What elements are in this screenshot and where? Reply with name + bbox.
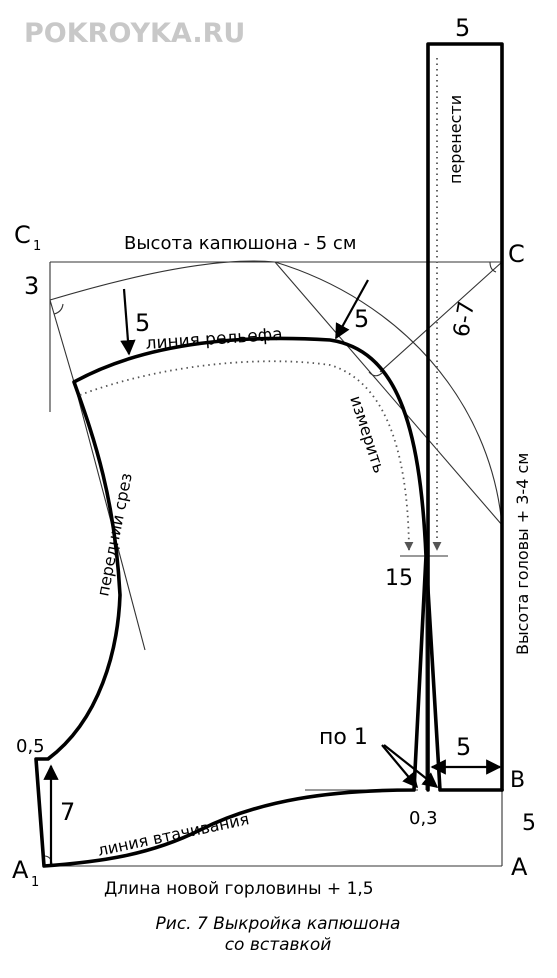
construction-lines: [43, 260, 503, 867]
label-five-width: 5: [456, 733, 471, 761]
hood-outline: [34, 336, 504, 868]
label-a1-sub: 1: [31, 875, 39, 890]
label-c1: C: [14, 221, 31, 249]
label-fifteen: 15: [385, 566, 413, 591]
label-perenesti: перенести: [446, 95, 465, 184]
diag-bisector: [379, 261, 503, 373]
label-five-arrow-right: 5: [354, 305, 369, 333]
label-head-height: Высота головы + 3-4 см: [513, 453, 532, 655]
label-b: B: [510, 768, 525, 793]
diag-center: [274, 261, 503, 526]
label-three: 3: [24, 272, 39, 300]
label-five-bottom-right: 5: [522, 811, 536, 836]
crown-arc: [49, 260, 276, 301]
angle-mark-left: [53, 303, 64, 315]
arrow-po1-a: [381, 744, 418, 789]
arrow-po1-b: [383, 744, 439, 788]
insert-strip: [426, 42, 504, 792]
arrow-5-left: [120, 288, 136, 356]
label-a1: A: [12, 856, 29, 884]
izmerit-dotted-line: [79, 360, 414, 551]
label-six-seven: 6-7: [449, 299, 480, 339]
label-seven: 7: [60, 798, 75, 826]
label-five-arrow-left: 5: [135, 309, 150, 337]
diag-left: [49, 299, 75, 383]
label-c1-sub: 1: [33, 239, 41, 254]
caption-line-2: со вставкой: [225, 935, 332, 955]
label-izmerit: измерить: [346, 393, 389, 475]
label-sewing-line: линия втачивания: [96, 809, 251, 860]
angle-mark-right: [489, 261, 497, 273]
label-c: C: [508, 240, 525, 268]
arrow-5-right: [335, 279, 369, 340]
label-relief-line: линия рельефа: [145, 324, 283, 354]
label-a: A: [511, 853, 528, 881]
watermark: POKROYKA.RU: [24, 18, 245, 49]
label-po1: по 1: [319, 725, 368, 750]
label-five-top: 5: [455, 14, 470, 42]
label-zero-five: 0,5: [16, 736, 45, 757]
caption-line-1: Рис. 7 Выкройка капюшона: [156, 914, 401, 934]
label-hood-height: Высота капюшона - 5 см: [124, 233, 356, 254]
front-cut-tangent: [73, 381, 146, 651]
large-quarter-arc: [274, 261, 503, 526]
label-zero-three: 0,3: [409, 808, 438, 829]
label-neck-length: Длина новой горловины + 1,5: [104, 879, 374, 899]
label-front-cut: передний срез: [93, 471, 136, 597]
